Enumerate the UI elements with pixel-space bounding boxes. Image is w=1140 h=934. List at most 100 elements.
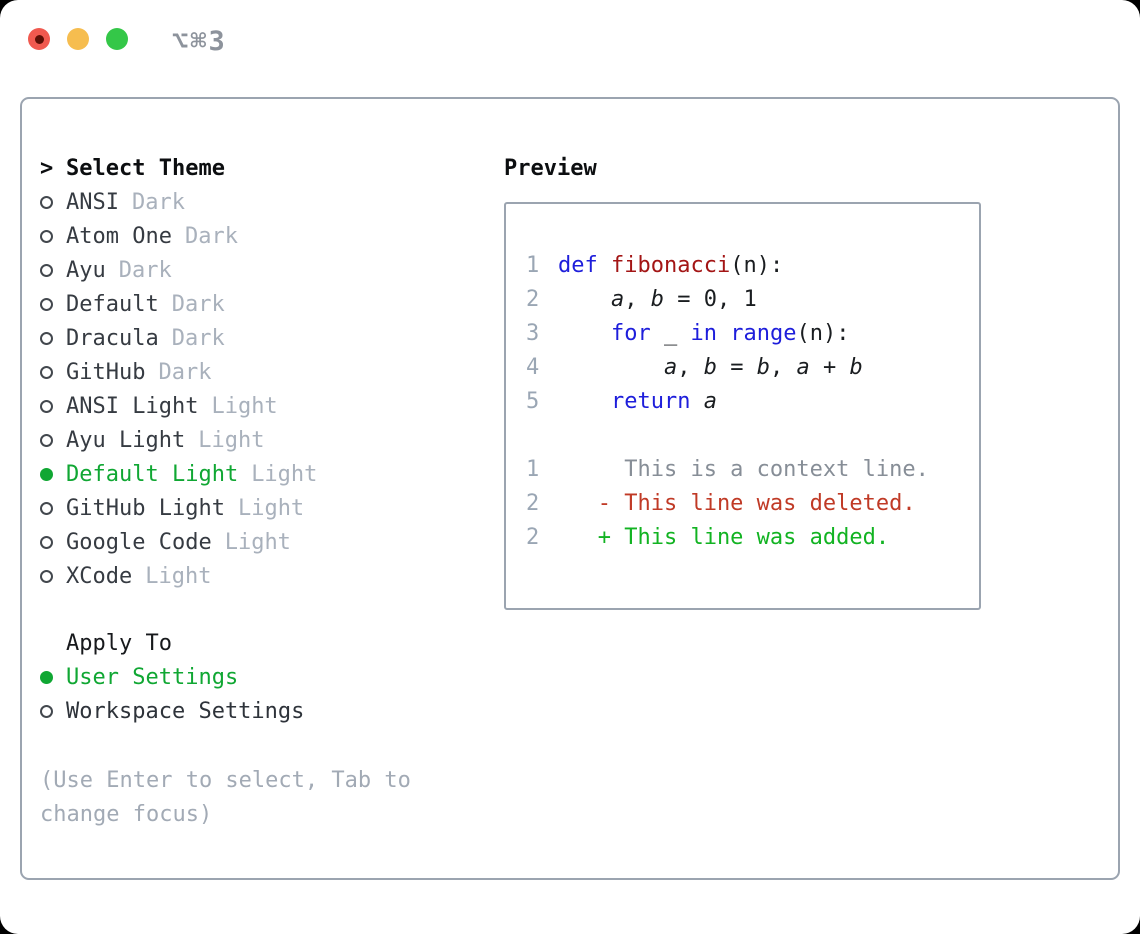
code-segment: , — [677, 354, 704, 380]
code-line: 2 + This line was added. — [526, 520, 961, 554]
close-button[interactable] — [28, 28, 50, 50]
theme-option[interactable]: Ayu Dark — [40, 253, 504, 287]
line-number: 2 — [526, 490, 540, 516]
theme-name: Dracula — [66, 325, 159, 351]
code-text: def fibonacci(n): — [558, 253, 783, 278]
titlebar: ⌥⌘3 — [0, 0, 1140, 97]
code-text: return a — [558, 389, 717, 414]
apply-label: User Settings — [66, 664, 239, 690]
code-segment: b — [849, 354, 863, 380]
code-segment: return — [610, 388, 691, 414]
radio-icon — [40, 433, 66, 447]
code-segment: b — [650, 286, 664, 312]
code-segment — [598, 253, 611, 278]
radio-icon — [40, 670, 66, 684]
theme-variant: Dark — [184, 223, 238, 249]
theme-name: GitHub Light — [66, 495, 225, 521]
line-number: 1 — [526, 456, 540, 482]
code-segment: b — [703, 354, 717, 380]
zoom-button[interactable] — [106, 28, 128, 50]
line-number: 3 — [526, 320, 540, 346]
theme-variant: Dark — [158, 359, 212, 385]
theme-name: Google Code — [66, 529, 212, 555]
radio-unselected-icon — [40, 535, 53, 549]
apply-option[interactable]: User Settings — [40, 660, 504, 694]
code-text: for _ in range(n): — [558, 321, 849, 346]
code-text: a, b = b, a + b — [558, 355, 863, 380]
theme-variant: Dark — [171, 291, 225, 317]
code-segment: (n): — [730, 252, 784, 278]
code-line: 2 - This line was deleted. — [526, 486, 961, 520]
radio-unselected-icon — [40, 195, 53, 209]
theme-name: Default Light — [66, 461, 239, 487]
code-line: 3 for _ in range(n): — [526, 316, 961, 350]
radio-unselected-icon — [40, 399, 53, 413]
theme-name: Ayu — [66, 257, 106, 283]
apply-header-row: Apply To — [40, 626, 504, 660]
line-number: 1 — [526, 252, 540, 278]
minimize-button[interactable] — [67, 28, 89, 50]
code-line: 4 a, b = b, a + b — [526, 350, 961, 384]
radio-unselected-icon — [40, 704, 53, 718]
theme-name: ANSI Light — [66, 393, 199, 419]
code-segment: This is a context line. — [558, 456, 929, 482]
code-segment: a — [610, 286, 625, 312]
code-segment — [558, 287, 611, 312]
theme-header-row: > Select Theme — [40, 151, 504, 185]
code-segment: + — [809, 354, 850, 380]
apply-label: Workspace Settings — [66, 698, 305, 724]
code-segment: - This line was deleted. — [558, 490, 916, 516]
radio-icon — [40, 501, 66, 515]
radio-unselected-icon — [40, 365, 53, 379]
preview-box: 1 def fibonacci(n): 2 a, b = 0, 1 3 for _ i… — [504, 202, 981, 610]
theme-option[interactable]: Google Code Light — [40, 525, 504, 559]
code-segment: a — [703, 388, 717, 414]
code-text: This is a context line. — [558, 457, 929, 482]
code-segment: + This line was added. — [558, 524, 890, 550]
code-segment: _ — [650, 320, 691, 346]
code-line: 5 return a — [526, 384, 961, 418]
radio-selected-icon — [40, 467, 53, 481]
theme-option[interactable]: GitHub Light Light — [40, 491, 504, 525]
line-number: 2 — [526, 286, 540, 312]
radio-icon — [40, 297, 66, 311]
radio-unselected-icon — [40, 297, 53, 311]
theme-option[interactable]: Dracula Dark — [40, 321, 504, 355]
theme-variant: Light — [211, 393, 278, 419]
theme-option[interactable]: ANSI Light Light — [40, 389, 504, 423]
theme-variant: Light — [224, 529, 291, 555]
code-segment — [717, 321, 730, 346]
theme-name: GitHub — [66, 359, 146, 385]
radio-unselected-icon — [40, 263, 53, 277]
window-title: ⌥⌘3 — [172, 26, 227, 57]
theme-name: Default — [66, 291, 159, 317]
code-text: a, b = 0, 1 — [558, 287, 757, 312]
hint-text: (Use Enter to select, Tab to change focu… — [40, 768, 411, 827]
theme-header: Select Theme — [66, 155, 225, 181]
apply-option[interactable]: Workspace Settings — [40, 694, 504, 728]
theme-option[interactable]: GitHub Dark — [40, 355, 504, 389]
theme-variant: Light — [237, 495, 305, 521]
code-segment: in — [690, 320, 717, 346]
theme-variant: Light — [198, 427, 265, 453]
theme-variant: Dark — [131, 189, 185, 215]
theme-option[interactable]: Default Dark — [40, 287, 504, 321]
radio-unselected-icon — [40, 433, 53, 447]
code-text: - This line was deleted. — [558, 491, 916, 516]
code-segment — [558, 321, 611, 346]
theme-variant: Dark — [118, 257, 172, 283]
code-line: 1 def fibonacci(n): — [526, 248, 961, 282]
theme-variant: Dark — [171, 325, 225, 351]
code-text: + This line was added. — [558, 525, 889, 550]
